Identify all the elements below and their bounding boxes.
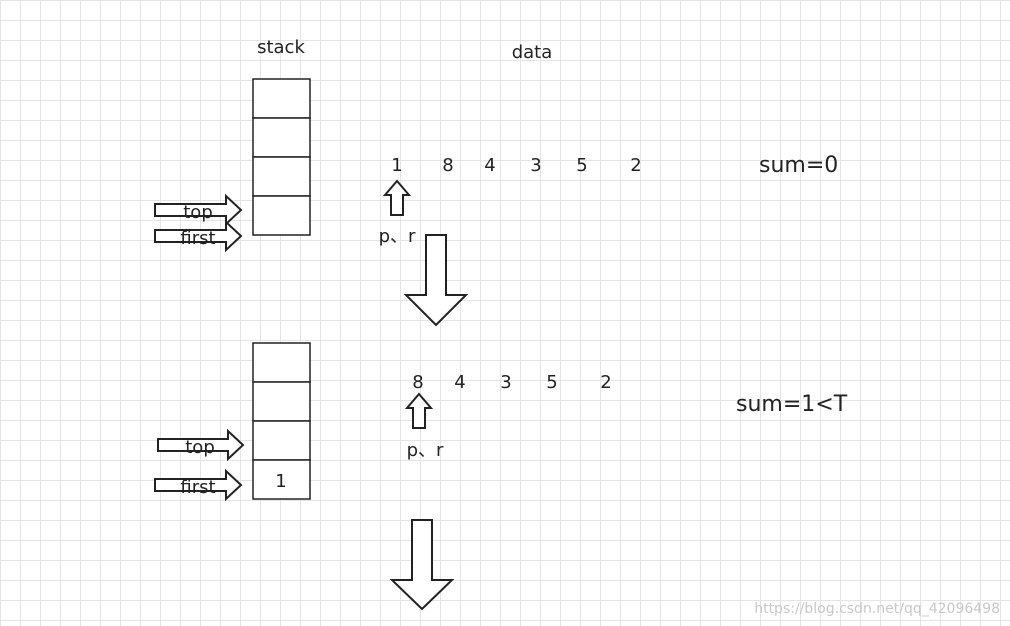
stack-cell (252, 459, 311, 500)
data-value: 5 (546, 372, 557, 393)
watermark-text: https://blog.csdn.net/qq_42096498 (754, 601, 1000, 617)
stack-cell-value: 1 (275, 471, 286, 492)
down-arrow-icon (403, 234, 469, 327)
data-row-step2: 8 4 3 5 2 (412, 372, 611, 393)
data-value: 2 (630, 155, 641, 176)
first-arrow-icon (154, 219, 243, 253)
data-value: 3 (530, 155, 541, 176)
stack-cell (252, 156, 311, 197)
top-arrow-icon (154, 193, 243, 227)
stack-cell (252, 420, 311, 461)
top-label: top (183, 202, 213, 223)
first-arrow-icon (154, 468, 243, 502)
data-header: data (512, 42, 553, 63)
down-arrow-icon (389, 519, 455, 611)
up-arrow-icon (382, 179, 412, 216)
stack-step2: 1 (252, 342, 311, 500)
top-arrow-icon (157, 428, 245, 462)
top-label: top (185, 437, 215, 458)
data-value: 4 (454, 372, 465, 393)
stack-cell (252, 78, 311, 119)
stack-cell (252, 195, 311, 236)
data-row-step1: 1 8 4 3 5 2 (391, 155, 641, 176)
stack-cell (252, 381, 311, 422)
data-value: 8 (442, 155, 453, 176)
pointer-label: p、r (407, 440, 444, 461)
stack-cell (252, 117, 311, 158)
data-value: 4 (484, 155, 495, 176)
pointer-label: p、r (379, 226, 416, 247)
data-value: 2 (600, 372, 611, 393)
sum-step2: sum=1<T (736, 392, 848, 417)
data-value: 8 (412, 372, 423, 393)
stack-step1 (252, 78, 311, 236)
up-arrow-icon (404, 392, 434, 429)
first-label: first (180, 477, 215, 498)
data-value: 1 (391, 155, 402, 176)
sum-step1: sum=0 (759, 153, 838, 178)
data-value: 3 (500, 372, 511, 393)
stack-cell (252, 342, 311, 383)
data-value: 5 (576, 155, 587, 176)
stack-header: stack (257, 37, 305, 58)
first-label: first (180, 228, 215, 249)
